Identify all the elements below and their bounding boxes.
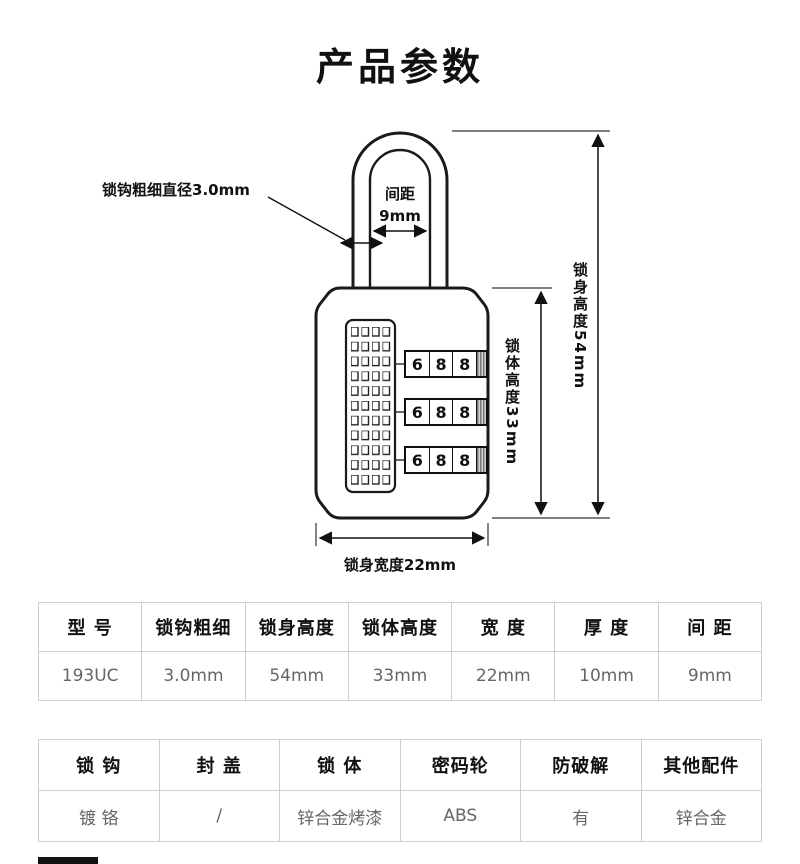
material-value-shackle: 镀 铬 <box>38 790 160 842</box>
material-value-cover: / <box>158 790 280 842</box>
dial-digit: 8 <box>428 448 453 472</box>
dimension-lines <box>267 130 610 546</box>
dial-digit: 8 <box>452 400 476 424</box>
spec-value-body-height: 33mm <box>347 651 453 701</box>
material-header-accessories: 其他配件 <box>640 739 762 791</box>
spec-header-width: 宽 度 <box>451 602 556 652</box>
material-value-accessories: 锌合金 <box>640 790 762 842</box>
shackle-outline <box>351 131 449 290</box>
shackle-thickness-label: 锁钩粗细直径3.0mm <box>102 181 250 199</box>
spec-value-total-height: 54mm <box>244 651 349 701</box>
dial-row: 6 8 8 <box>404 446 488 474</box>
dial-connectors <box>395 363 404 461</box>
dial-digit: 6 <box>411 402 423 422</box>
dial-digit: 8 <box>428 400 453 424</box>
dial-digit: 6 <box>411 450 423 470</box>
diagram-svg <box>267 130 610 546</box>
body-width-label: 锁身宽度22mm <box>343 556 457 574</box>
spec-table: 型 号 锁钩粗细 锁身高度 锁体高度 宽 度 厚 度 间 距 193UC 3.0… <box>37 602 763 701</box>
material-value-dial: ABS <box>399 790 521 842</box>
dial-knurl <box>476 352 487 376</box>
body-height-label: 锁体高度33mm <box>503 338 521 467</box>
dial-knurl <box>476 400 487 424</box>
spec-value-thickness: 10mm <box>554 651 659 701</box>
material-value-body: 锌合金烤漆 <box>279 790 401 842</box>
material-header-dial: 密码轮 <box>399 739 521 791</box>
dial-row: 6 8 8 <box>404 398 488 426</box>
material-header-cover: 封 盖 <box>158 739 280 791</box>
dial-digit: 6 <box>411 354 423 374</box>
gap-label-text: 间距 <box>384 185 415 203</box>
spec-header-thickness: 厚 度 <box>554 602 659 652</box>
total-height-label: 锁身高度54mm <box>571 262 589 391</box>
spec-header-gap: 间 距 <box>657 602 763 652</box>
spec-table-header-row: 型 号 锁钩粗细 锁身高度 锁体高度 宽 度 厚 度 间 距 <box>37 602 763 652</box>
material-header-body: 锁 体 <box>279 739 401 791</box>
dial-digit: 8 <box>452 448 476 472</box>
spec-value-width: 22mm <box>451 651 556 701</box>
dial-digit: 8 <box>452 352 476 376</box>
gap-value: 9mm <box>379 207 421 225</box>
material-header-shackle: 锁 钩 <box>38 739 160 791</box>
page-title: 产品参数 <box>315 45 484 89</box>
spec-value-gap: 9mm <box>657 651 763 701</box>
spec-value-model: 193UC <box>37 651 143 701</box>
dial-digit: 8 <box>428 352 453 376</box>
spec-header-total-height: 锁身高度 <box>244 602 349 652</box>
next-section-partial <box>38 857 98 864</box>
material-table-header-row: 锁 钩 封 盖 锁 体 密码轮 防破解 其他配件 <box>38 739 762 791</box>
spec-header-body-height: 锁体高度 <box>347 602 453 652</box>
dial-knurl <box>476 448 487 472</box>
material-value-anticrack: 有 <box>520 790 642 842</box>
dial-row: 6 8 8 <box>404 350 488 378</box>
gap-label: 间距 9mm <box>362 183 438 227</box>
keypad-grille <box>344 318 397 494</box>
spec-value-shackle-thickness: 3.0mm <box>141 651 246 701</box>
spec-table-value-row: 193UC 3.0mm 54mm 33mm 22mm 10mm 9mm <box>37 651 763 701</box>
spec-header-model: 型 号 <box>37 602 143 652</box>
material-table: 锁 钩 封 盖 锁 体 密码轮 防破解 其他配件 镀 铬 / 锌合金烤漆 ABS… <box>38 739 762 842</box>
material-header-anticrack: 防破解 <box>520 739 642 791</box>
spec-header-shackle-thickness: 锁钩粗细 <box>141 602 246 652</box>
material-table-value-row: 镀 铬 / 锌合金烤漆 ABS 有 锌合金 <box>38 790 762 842</box>
